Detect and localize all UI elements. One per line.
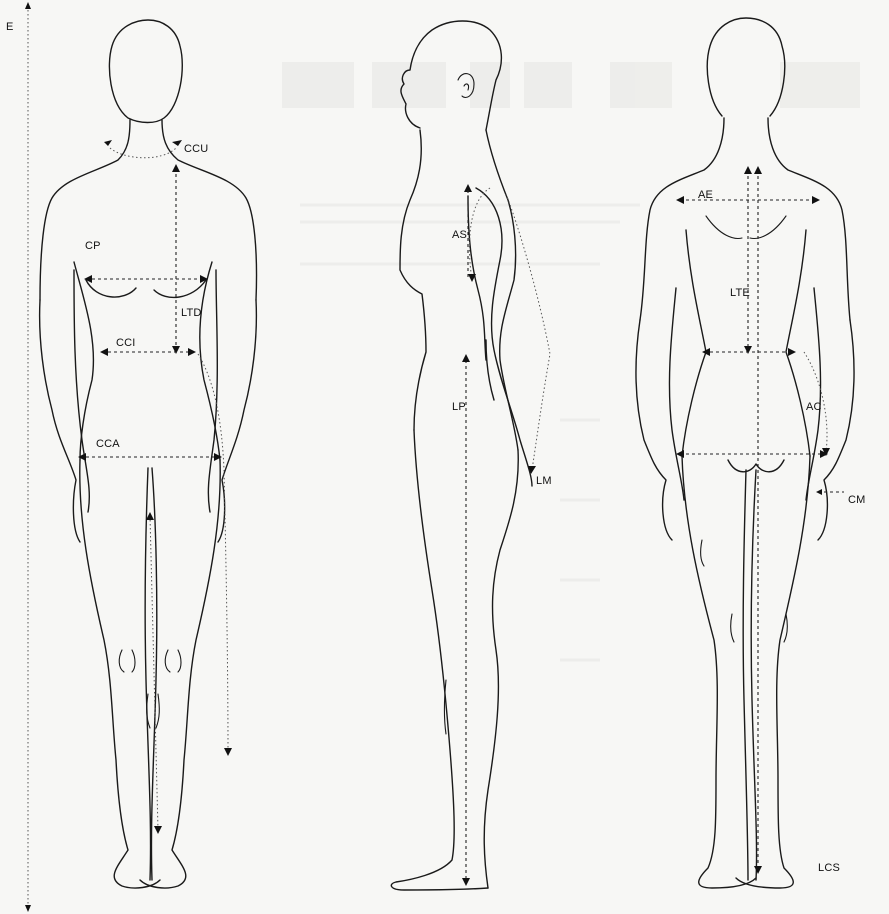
label-CCU: CCU [184,143,208,155]
label-AE: AE [698,189,713,201]
label-LTD: LTD [181,307,202,319]
label-LTE: LTE [730,287,750,299]
label-LP: LP [452,401,466,413]
label-CCA: CCA [96,438,120,450]
label-CCI: CCI [116,337,136,349]
label-CP: CP [85,240,101,252]
side-figure: AS LM LP [391,21,551,890]
label-E: E [6,21,14,33]
label-LM: LM [536,475,552,487]
label-AS: AS [452,229,467,241]
height-measure-E: E [6,2,31,912]
label-AC: AC [806,401,822,413]
label-LCS: LCS [818,862,840,874]
front-figure: CCU CP LTD CCI CCA [40,20,257,888]
back-figure: AE LTE AC CM LCS [636,18,866,888]
label-CM: CM [848,494,866,506]
